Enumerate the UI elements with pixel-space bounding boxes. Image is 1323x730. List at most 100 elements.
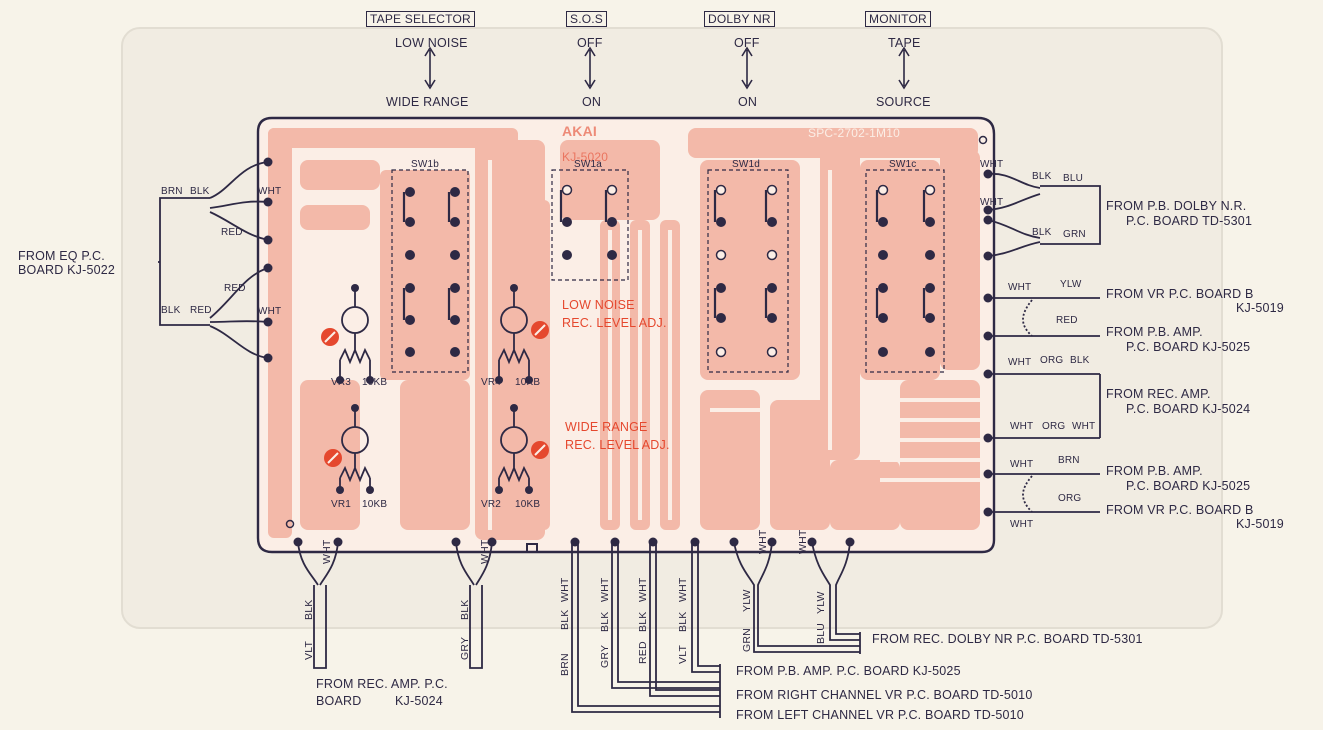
from-pb-amp2-line1: FROM P.B. AMP. bbox=[1106, 464, 1203, 478]
left-wire-blk-2: BLK bbox=[161, 305, 181, 316]
b-wire-blk-c2: BLK bbox=[599, 611, 611, 632]
tape-selector-bottom: WIDE RANGE bbox=[386, 95, 469, 109]
left-wire-wht: WHT bbox=[258, 186, 282, 197]
low-noise-adj-line1: LOW NOISE bbox=[562, 298, 635, 312]
from-rec-amp-bottom-line1: FROM REC. AMP. P.C. bbox=[316, 677, 448, 691]
b-wire-ylw-d2: YLW bbox=[815, 591, 827, 614]
pcb-board bbox=[256, 116, 996, 554]
switch-boxes bbox=[391, 169, 945, 373]
left-wire-wht-2: WHT bbox=[258, 306, 282, 317]
sos-title: S.O.S bbox=[566, 11, 608, 27]
r-wire-wht-3: WHT bbox=[1008, 282, 1032, 293]
r-wire-org-3: ORG bbox=[1058, 493, 1082, 504]
sw1b-label: SW1b bbox=[411, 159, 440, 170]
from-right-channel: FROM RIGHT CHANNEL VR P.C. BOARD TD-5010 bbox=[736, 688, 1033, 702]
vr2-ref: VR2 bbox=[481, 499, 502, 510]
from-vr-b2-line2: KJ-5019 bbox=[1236, 517, 1284, 531]
sw1d-label: SW1d bbox=[732, 159, 761, 170]
b-wire-wht-c2: WHT bbox=[599, 577, 611, 602]
dolby-nr-bottom: ON bbox=[738, 95, 758, 109]
b-wire-blk-c4: BLK bbox=[677, 611, 689, 632]
vr3-value: 10KB bbox=[362, 377, 388, 388]
b-wire-vlt-c4: VLT bbox=[677, 644, 689, 664]
r-wire-blk-1: BLK bbox=[1032, 171, 1052, 182]
r-wire-wht-7: WHT bbox=[1010, 459, 1034, 470]
b-wire-wht-b: WHT bbox=[479, 539, 491, 564]
tape-selector-top: LOW NOISE bbox=[395, 36, 468, 50]
from-pb-amp-line1: FROM P.B. AMP. bbox=[1106, 325, 1203, 339]
left-wiring bbox=[158, 161, 269, 359]
from-rec-amp-bottom-line2: BOARD bbox=[316, 694, 362, 708]
from-pb-amp2-line2: P.C. BOARD KJ-5025 bbox=[1126, 479, 1251, 493]
b-wire-blu-d2: BLU bbox=[815, 622, 827, 644]
from-eq-line2: BOARD KJ-5022 bbox=[18, 263, 116, 277]
dolby-nr-top: OFF bbox=[734, 36, 760, 50]
r-wire-grn: GRN bbox=[1063, 229, 1086, 240]
from-pb-dolby-line1: FROM P.B. DOLBY N.R. bbox=[1106, 199, 1247, 213]
board-serial: SPC-2702-1M10 bbox=[808, 126, 900, 140]
vr2-value: 10KB bbox=[515, 499, 541, 510]
vr3-ref: VR3 bbox=[331, 377, 352, 388]
b-wire-wht-c1: WHT bbox=[559, 577, 571, 602]
from-vr-b-line2: KJ-5019 bbox=[1236, 301, 1284, 315]
r-wire-blu: BLU bbox=[1063, 173, 1084, 184]
left-wire-red: RED bbox=[221, 227, 243, 238]
bottom-wiring bbox=[297, 541, 861, 718]
b-wire-gry-c2: GRY bbox=[599, 644, 611, 668]
from-rec-amp-line1: FROM REC. AMP. bbox=[1106, 387, 1211, 401]
r-wire-blk-2: BLK bbox=[1032, 227, 1052, 238]
from-pb-dolby-line2: P.C. BOARD TD-5301 bbox=[1126, 214, 1253, 228]
r-wire-org-2: ORG bbox=[1042, 421, 1066, 432]
b-wire-blk-c1: BLK bbox=[559, 609, 571, 630]
vr4-ref: VR4 bbox=[481, 377, 502, 388]
low-noise-adj-line2: REC. LEVEL ADJ. bbox=[562, 316, 667, 330]
board-brand: AKAI bbox=[562, 123, 598, 139]
adjust-markers bbox=[321, 321, 549, 467]
sos-bottom: ON bbox=[582, 95, 602, 109]
dolby-nr-title: DOLBY NR bbox=[704, 11, 775, 27]
switch-pads bbox=[405, 187, 935, 357]
trim-pots bbox=[339, 290, 530, 490]
tape-selector-title: TAPE SELECTOR bbox=[366, 11, 475, 27]
b-wire-wht-c3: WHT bbox=[637, 577, 649, 602]
b-wire-blk-c3: BLK bbox=[637, 611, 649, 632]
r-wire-ylw: YLW bbox=[1060, 279, 1082, 290]
r-wire-wht-8: WHT bbox=[1010, 519, 1034, 530]
left-wire-red-3: RED bbox=[224, 283, 246, 294]
from-vr-b2-line1: FROM VR P.C. BOARD B bbox=[1106, 503, 1254, 517]
b-wire-ylw-d1: YLW bbox=[741, 589, 753, 612]
r-wire-wht-5: WHT bbox=[1010, 421, 1034, 432]
r-wire-wht-2: WHT bbox=[980, 197, 1004, 208]
sos-top: OFF bbox=[577, 36, 603, 50]
switch-arrows bbox=[424, 46, 910, 90]
b-wire-grn-d1: GRN bbox=[741, 628, 753, 652]
b-wire-wht-a: WHT bbox=[321, 539, 333, 564]
left-wire-red-2: RED bbox=[190, 305, 212, 316]
b-wire-wht-c4: WHT bbox=[677, 577, 689, 602]
b-wire-brn-c1: BRN bbox=[559, 653, 571, 676]
board-part-no: KJ-5020 bbox=[562, 150, 609, 164]
from-rec-dolby: FROM REC. DOLBY NR P.C. BOARD TD-5301 bbox=[872, 632, 1143, 646]
sw1c-label: SW1c bbox=[889, 159, 917, 170]
r-wire-red: RED bbox=[1056, 315, 1078, 326]
b-wire-blk-a: BLK bbox=[303, 599, 315, 620]
from-eq-line1: FROM EQ P.C. bbox=[18, 249, 105, 263]
vr1-value: 10KB bbox=[362, 499, 388, 510]
r-wire-wht-4: WHT bbox=[1008, 357, 1032, 368]
right-wiring bbox=[987, 173, 1101, 513]
left-wire-blk: BLK bbox=[190, 186, 210, 197]
monitor-top: TAPE bbox=[888, 36, 921, 50]
r-wire-wht-6: WHT bbox=[1072, 421, 1096, 432]
from-pb-amp-line2: P.C. BOARD KJ-5025 bbox=[1126, 340, 1251, 354]
b-wire-blk-b: BLK bbox=[459, 599, 471, 620]
r-wire-brn: BRN bbox=[1058, 455, 1080, 466]
from-left-channel: FROM LEFT CHANNEL VR P.C. BOARD TD-5010 bbox=[736, 708, 1024, 722]
b-wire-wht-d1: WHT bbox=[757, 529, 769, 554]
sw1a-label: SW1a bbox=[574, 159, 603, 170]
b-wire-vlt: VLT bbox=[303, 640, 315, 660]
r-wire-blk-3: BLK bbox=[1070, 355, 1090, 366]
from-vr-b-line1: FROM VR P.C. BOARD B bbox=[1106, 287, 1254, 301]
b-wire-wht-d2: WHT bbox=[797, 529, 809, 554]
b-wire-gry-b: GRY bbox=[459, 636, 471, 660]
